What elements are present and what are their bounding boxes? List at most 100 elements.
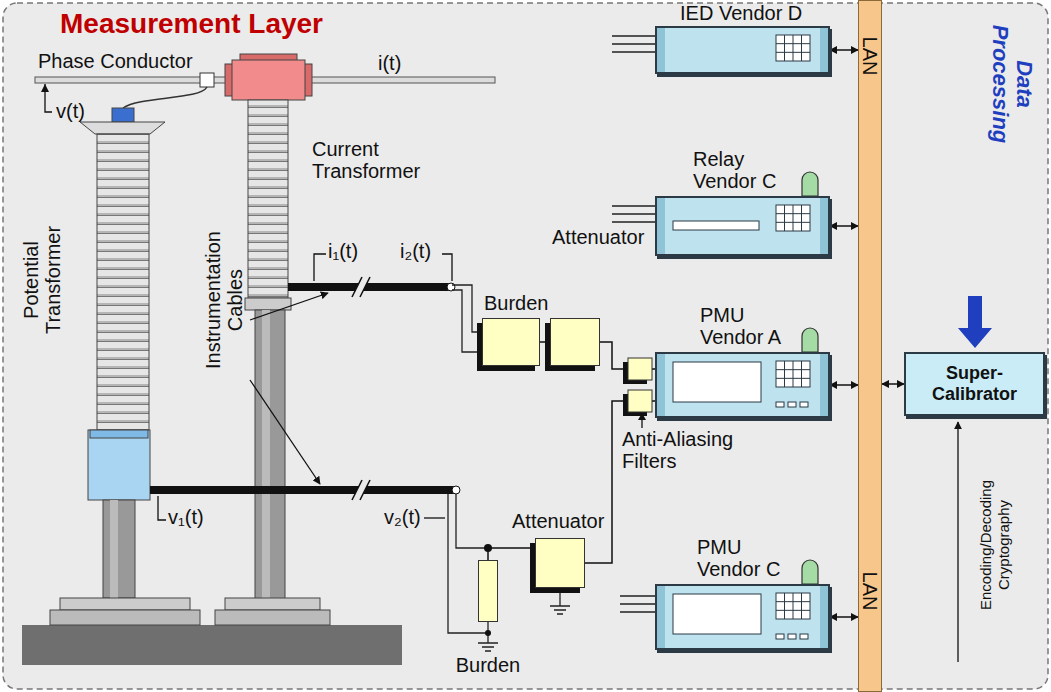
burden-resistor: Burden: [448, 560, 528, 676]
device-detail: [776, 52, 810, 53]
annotation-label: Data Processing: [988, 21, 1036, 147]
device-detail: [776, 610, 810, 611]
device-face: [657, 586, 828, 648]
device-detail: [673, 594, 761, 634]
annotation-label: i₂(t): [400, 240, 444, 262]
device-detail: [788, 634, 796, 639]
relay-device-label: Relay Vendor C: [693, 148, 788, 192]
device-detail: [657, 198, 665, 254]
burden-resistor-body: [478, 560, 498, 622]
device-detail: [793, 361, 794, 387]
device-detail: [657, 354, 665, 416]
lan-bus-body: LAN LAN: [858, 0, 882, 692]
attenuator-box-body: [550, 318, 600, 366]
connector-line: [882, 383, 904, 385]
pmu-device: PMU Vendor C: [655, 536, 830, 650]
annotation-label: i₁(t): [328, 240, 372, 262]
signal-wires: [448, 36, 655, 651]
connector-line: [830, 225, 858, 227]
ied-device: IED Vendor D: [655, 2, 850, 74]
connector-line: [540, 341, 550, 343]
burden-box-body: [482, 318, 540, 366]
annotation-label: v₂(t): [384, 506, 428, 528]
device-detail: [776, 593, 810, 619]
lan-label: LAN: [859, 572, 881, 611]
super-calibrator: Super-Calibrator: [904, 352, 1045, 416]
device-face: [657, 198, 828, 254]
annotation-label: Current Transformer: [312, 138, 430, 182]
instrumentation-cables: [150, 277, 460, 500]
attenuator-box: Attenuator: [512, 510, 608, 588]
device-detail: [776, 205, 810, 231]
annotation-label: Instrumentation Cables: [202, 225, 246, 375]
device-detail: [776, 378, 810, 379]
connector-line: [585, 401, 655, 563]
annotation-label: Potential Transformer: [20, 221, 64, 339]
super-calibrator-body: Super-Calibrator: [904, 352, 1045, 416]
relay-device: Relay Vendor C: [655, 148, 830, 256]
device-detail: [820, 586, 828, 648]
potential-transformer: [50, 108, 200, 625]
data-processing-arrow: [958, 296, 992, 348]
lan-bus: LAN LAN: [858, 0, 882, 692]
device-detail: [801, 361, 802, 387]
device-detail: [800, 402, 808, 407]
device-detail: [776, 35, 810, 61]
device-detail: [776, 43, 810, 44]
device-face: [657, 354, 828, 416]
device-detail: [820, 28, 828, 72]
device-detail: [776, 634, 784, 639]
connector-line: [488, 548, 535, 560]
pmu-device-label: PMU Vendor A: [700, 304, 792, 348]
leader-arrowhead: [638, 413, 646, 420]
device-detail: [776, 222, 810, 223]
device-detail: [784, 35, 785, 61]
connector-line: [830, 49, 858, 51]
attenuator-box-body: [535, 538, 585, 588]
annotation-label: v₁(t): [168, 506, 212, 528]
device-detail: [820, 198, 828, 254]
pmu-device-body: [655, 352, 830, 418]
device-detail: [793, 35, 794, 61]
annotation-label: i(t): [378, 52, 422, 74]
pmu-device-label: PMU Vendor C: [697, 536, 789, 580]
relay-device-body: [655, 196, 830, 256]
lan-label: LAN: [859, 37, 881, 76]
device-detail: [800, 634, 808, 639]
leader-lines: [158, 254, 958, 662]
connector-line: [830, 384, 858, 386]
device-detail: [793, 593, 794, 619]
annotation-label: Encoding/Decoding Cryptography: [977, 469, 1013, 621]
device-detail: [657, 28, 665, 72]
pmu-device: PMU Vendor A: [655, 304, 830, 418]
burden-box: Burden: [482, 292, 556, 366]
device-detail: [801, 593, 802, 619]
ground-slab: [22, 625, 402, 665]
device-detail: [673, 221, 759, 230]
connector-line: [830, 616, 858, 618]
device-detail: [793, 205, 794, 231]
device-detail: [776, 369, 810, 370]
diagram-title: Measurement Layer: [60, 8, 323, 40]
device-detail: [801, 35, 802, 61]
anti-aliasing-filter: [623, 358, 652, 416]
calibrator-label: Super-Calibrator: [919, 363, 1031, 405]
device-detail: [788, 402, 796, 407]
device-detail: [820, 354, 828, 416]
burden-resistor-label: Burden: [448, 654, 528, 676]
attenuator-box-label: Attenuator: [512, 510, 608, 532]
device-detail: [784, 593, 785, 619]
ied-device-label: IED Vendor D: [680, 2, 850, 24]
attenuator-box: Attenuator: [550, 226, 652, 366]
layer-background: [3, 3, 1048, 689]
annotation-label: v(t): [56, 100, 100, 122]
annotation-label: Anti-Aliasing Filters: [622, 428, 754, 472]
annotation-label: Phase Conductor: [38, 50, 208, 72]
junction-dot: [485, 630, 491, 636]
device-detail: [673, 362, 761, 402]
burden-box-label: Burden: [484, 292, 556, 314]
attenuator-box-label: Attenuator: [552, 226, 652, 248]
device-detail: [784, 205, 785, 231]
ied-device-body: [655, 26, 830, 74]
device-detail: [776, 601, 810, 602]
